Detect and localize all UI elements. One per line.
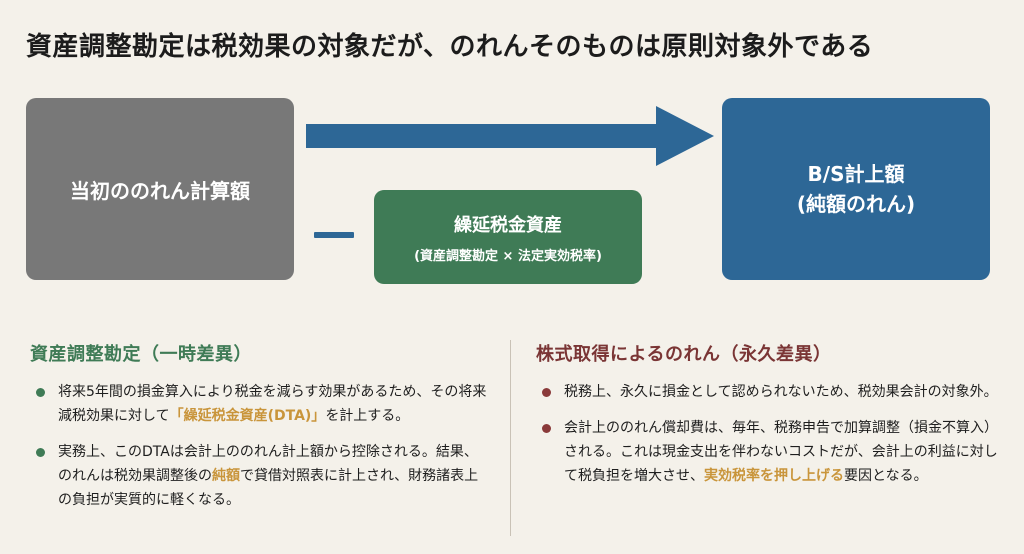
bullet-text: 実務上、このDTAは会計上ののれん計上額から控除される。結果、のれんは税効果調整… (58, 444, 478, 484)
bullet-text: 将来5年間の損金算入により税金を減らす効果があるため、その将来減税効果に対して (58, 384, 487, 424)
page-title: 資産調整勘定は税効果の対象だが、のれんそのものは原則対象外である (26, 32, 874, 62)
bullet-text: 会計上ののれん償却費は、毎年、税務申告で加算調整（損金不算入）される。これは現金… (564, 420, 998, 484)
bullet-dot-icon (542, 388, 551, 397)
permanent-difference-heading: 株式取得によるのれん（永久差異） (536, 344, 832, 365)
bullet-text: 税務上、永久に損金として認められないため、税効果会計の対象外。 (564, 384, 998, 400)
permanent-difference-section: 株式取得によるのれん（永久差異） 税務上、永久に損金として認められないため、税効… (536, 340, 1006, 500)
bullet-highlight: 「繰延税金資産(DTA)」 (169, 408, 326, 424)
temporary-difference-heading: 資産調整勘定（一時差異） (30, 344, 252, 365)
bs-amount-line2: (純額のれん) (796, 192, 916, 216)
bullet-text-tail: 要因となる。 (844, 468, 928, 484)
bullet-highlight: 純額 (212, 468, 240, 484)
minus-icon (314, 232, 354, 238)
initial-goodwill-box: 当初ののれん計算額 (26, 98, 294, 280)
dta-title: 繰延税金資産 (454, 214, 562, 236)
temporary-difference-section: 資産調整勘定（一時差異） 将来5年間の損金算入により税金を減らす効果があるため、… (30, 340, 490, 524)
flow-arrow-icon (306, 106, 714, 166)
dta-subtitle: (資産調整勘定 × 法定実効税率) (414, 248, 602, 264)
column-divider (510, 340, 511, 536)
bullet-text-tail: で貸借対照表に計上され、財務諸表上の負担が実質的に軽くなる。 (58, 468, 479, 508)
list-item: 会計上ののれん償却費は、毎年、税務申告で加算調整（損金不算入）される。これは現金… (536, 416, 1006, 488)
bs-amount-line1: B/S計上額 (807, 162, 905, 186)
list-item: 将来5年間の損金算入により税金を減らす効果があるため、その将来減税効果に対して「… (30, 380, 490, 428)
bullet-dot-icon (542, 424, 551, 433)
bs-amount-box: B/S計上額 (純額のれん) (722, 98, 990, 280)
bullet-text-tail: を計上する。 (325, 408, 410, 424)
bullet-dot-icon (36, 388, 45, 397)
bullet-dot-icon (36, 448, 45, 457)
list-item: 税務上、永久に損金として認められないため、税効果会計の対象外。 (536, 380, 1006, 404)
deferred-tax-asset-box: 繰延税金資産 (資産調整勘定 × 法定実効税率) (374, 190, 642, 284)
initial-goodwill-label: 当初ののれん計算額 (70, 178, 250, 203)
bullet-highlight: 実効税率を押し上げる (704, 468, 844, 484)
list-item: 実務上、このDTAは会計上ののれん計上額から控除される。結果、のれんは税効果調整… (30, 440, 490, 512)
